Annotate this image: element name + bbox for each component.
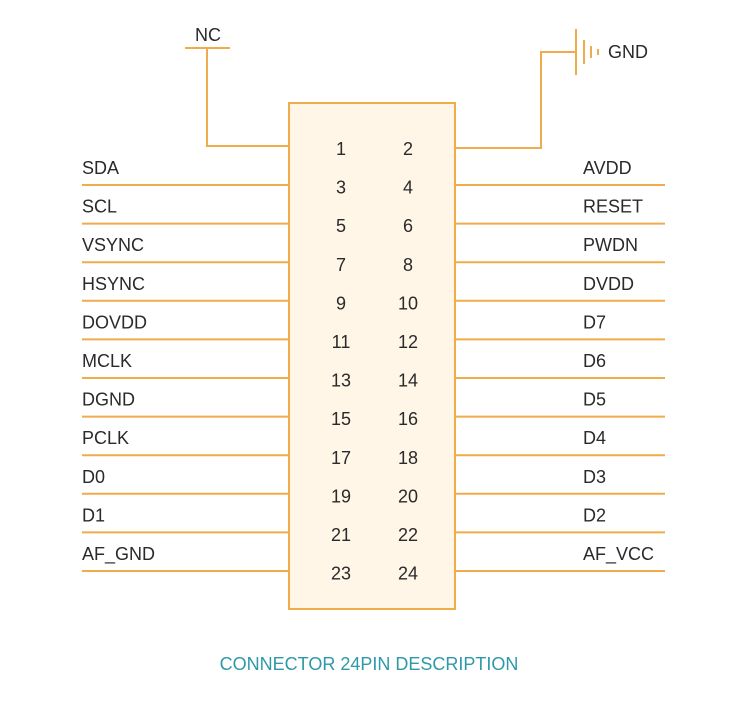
nc-label: NC — [195, 25, 221, 45]
pin-6: 6 — [403, 216, 413, 236]
right-signal-af-vcc: AF_VCC — [455, 544, 665, 572]
right-signal-dvdd: DVDD — [455, 274, 665, 302]
signal-label: HSYNC — [82, 274, 145, 294]
pin-19: 19 — [331, 486, 351, 506]
pin-20: 20 — [398, 486, 418, 506]
signal-label: D0 — [82, 467, 105, 487]
gnd-lead: GND — [455, 29, 648, 149]
pin-7: 7 — [336, 255, 346, 275]
pin-22: 22 — [398, 525, 418, 545]
left-signal-hsync: HSYNC — [82, 274, 289, 302]
left-signal-pclk: PCLK — [82, 428, 289, 457]
pin-3: 3 — [336, 178, 346, 198]
signal-label: MCLK — [82, 351, 132, 371]
left-signal-vsync: VSYNC — [82, 235, 289, 264]
pin-15: 15 — [331, 409, 351, 429]
signal-label: DVDD — [583, 274, 634, 294]
pin-21: 21 — [331, 525, 351, 545]
signal-label: PCLK — [82, 428, 129, 448]
pin-11: 11 — [332, 332, 351, 352]
pin-2: 2 — [403, 139, 413, 159]
signal-label: DOVDD — [82, 312, 147, 332]
right-signal-d6: D6 — [455, 351, 665, 379]
signal-label: AF_GND — [82, 544, 155, 565]
signal-label: D2 — [583, 505, 606, 525]
pin-13: 13 — [331, 371, 351, 391]
right-signal-d5: D5 — [455, 390, 665, 418]
left-signal-af-gnd: AF_GND — [82, 544, 289, 572]
signal-label: VSYNC — [82, 235, 144, 255]
pin-12: 12 — [398, 332, 418, 352]
pin-4: 4 — [403, 178, 413, 198]
signal-label: D4 — [583, 428, 606, 448]
connector-body — [288, 102, 456, 610]
left-signal-d1: D1 — [82, 505, 289, 534]
right-signal-d7: D7 — [455, 312, 665, 341]
signal-label: SDA — [82, 158, 119, 178]
gnd-label: GND — [608, 42, 648, 62]
left-signal-scl: SCL — [82, 197, 289, 225]
pin-18: 18 — [398, 448, 418, 468]
left-signals: SDA SCL VSYNC HSYNC DOVDD MCLK DGND PCLK D0D1AF_… — [82, 158, 289, 572]
diagram-caption: CONNECTOR 24PIN DESCRIPTION — [220, 654, 519, 674]
left-signal-sda: SDA — [82, 158, 289, 186]
left-signal-dgnd: DGND — [82, 390, 289, 418]
nc-wire — [206, 48, 289, 147]
right-signal-d3: D3 — [455, 467, 665, 495]
right-signal-pwdn: PWDN — [455, 235, 665, 264]
signal-label: D1 — [82, 505, 105, 525]
signal-label: D7 — [583, 312, 606, 332]
pin-24: 24 — [398, 564, 418, 584]
signal-label: DGND — [82, 390, 135, 410]
nc-lead: NC — [185, 25, 289, 147]
left-signal-dovdd: DOVDD — [82, 312, 289, 341]
signal-label: SCL — [82, 197, 117, 217]
signal-label: AF_VCC — [583, 544, 654, 565]
signal-label: D5 — [583, 390, 606, 410]
signal-label: D3 — [583, 467, 606, 487]
pin-9: 9 — [336, 293, 346, 313]
pin-1: 1 — [336, 139, 346, 159]
right-signal-reset: RESET — [455, 197, 665, 225]
right-signal-d4: D4 — [455, 428, 665, 457]
right-signal-d2: D2 — [455, 505, 665, 534]
pin-5: 5 — [336, 216, 346, 236]
pin-16: 16 — [398, 409, 418, 429]
pin-23: 23 — [331, 564, 351, 584]
signal-label: D6 — [583, 351, 606, 371]
right-signal-avdd: AVDD — [455, 158, 665, 186]
left-signal-d0: D0 — [82, 467, 289, 495]
signal-label: PWDN — [583, 235, 638, 255]
gnd-wire — [455, 51, 576, 149]
pin-17: 17 — [331, 448, 351, 468]
signal-label: RESET — [583, 197, 643, 217]
signal-label: AVDD — [583, 158, 632, 178]
pin-10: 10 — [398, 293, 418, 313]
left-signal-mclk: MCLK — [82, 351, 289, 379]
pin-14: 14 — [398, 371, 418, 391]
pin-8: 8 — [403, 255, 413, 275]
ground-icon — [575, 29, 599, 75]
